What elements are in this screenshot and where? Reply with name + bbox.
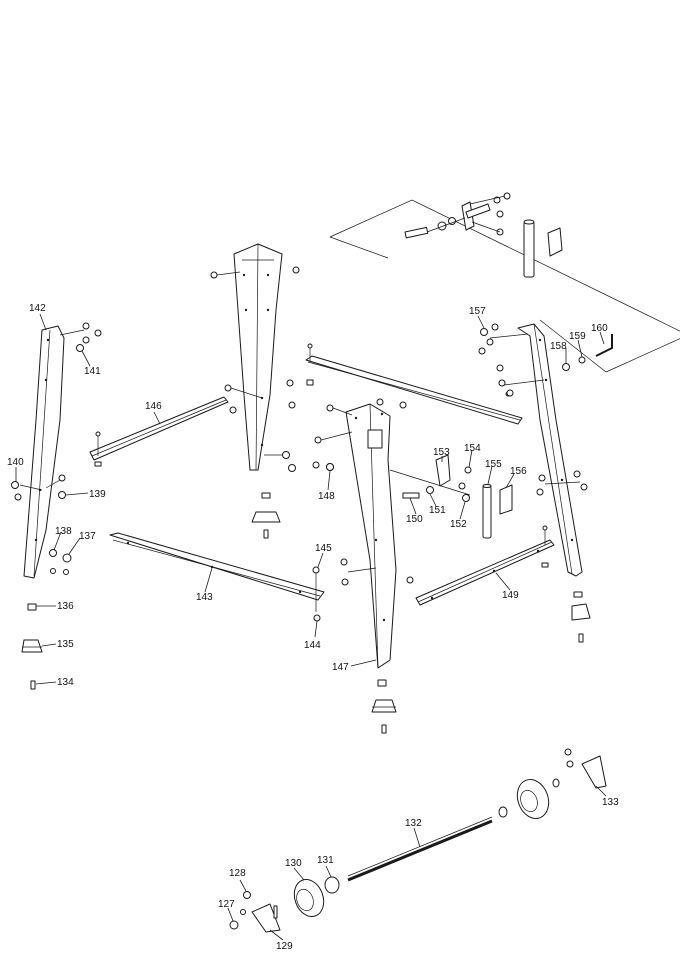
rear-right-stretcher <box>305 343 523 425</box>
callout-136: 136 <box>57 601 74 612</box>
left-leg <box>11 322 102 690</box>
callout-145: 145 <box>315 543 332 554</box>
callout-154: 154 <box>464 443 481 454</box>
callout-137: 137 <box>79 531 96 542</box>
callout-158: 158 <box>550 341 567 352</box>
callout-146: 146 <box>145 401 162 412</box>
right-front-stretcher <box>415 525 555 606</box>
callout-131: 131 <box>317 855 334 866</box>
callout-147: 147 <box>332 662 349 673</box>
callout-143: 143 <box>196 592 213 603</box>
table-top-plane <box>329 199 680 373</box>
callout-138: 138 <box>55 526 72 537</box>
right-leg <box>478 323 613 643</box>
rear-left-stretcher <box>89 396 229 467</box>
leader-lines <box>15 313 607 941</box>
callout-141: 141 <box>84 366 101 377</box>
callout-128: 128 <box>229 868 246 879</box>
front-left-stretcher <box>109 532 325 622</box>
callout-153: 153 <box>433 447 450 458</box>
callout-144: 144 <box>304 640 321 651</box>
callout-135: 135 <box>57 639 74 650</box>
top-mounting-bracket <box>404 192 511 239</box>
callout-159: 159 <box>569 331 586 342</box>
callout-127: 127 <box>218 899 235 910</box>
callout-160: 160 <box>591 323 608 334</box>
callout-labels: 142 141 140 139 138 137 136 135 134 146 … <box>7 303 619 952</box>
rear-leg <box>210 243 300 539</box>
callout-130: 130 <box>285 858 302 869</box>
callout-157: 157 <box>469 306 486 317</box>
callout-132: 132 <box>405 818 422 829</box>
callout-150: 150 <box>406 514 423 525</box>
center-leg <box>312 398 414 734</box>
callout-148: 148 <box>318 491 335 502</box>
callout-134: 134 <box>57 677 74 688</box>
callout-156: 156 <box>510 466 527 477</box>
support-tube-top <box>523 219 563 278</box>
callout-149: 149 <box>502 590 519 601</box>
callout-140: 140 <box>7 457 24 468</box>
callout-142: 142 <box>29 303 46 314</box>
callout-151: 151 <box>429 505 446 516</box>
wheel-axle-assembly <box>229 748 607 933</box>
callout-152: 152 <box>450 519 467 530</box>
callout-139: 139 <box>89 489 106 500</box>
leg-hardware <box>326 454 513 539</box>
callout-133: 133 <box>602 797 619 808</box>
callout-155: 155 <box>485 459 502 470</box>
callout-129: 129 <box>276 941 293 952</box>
